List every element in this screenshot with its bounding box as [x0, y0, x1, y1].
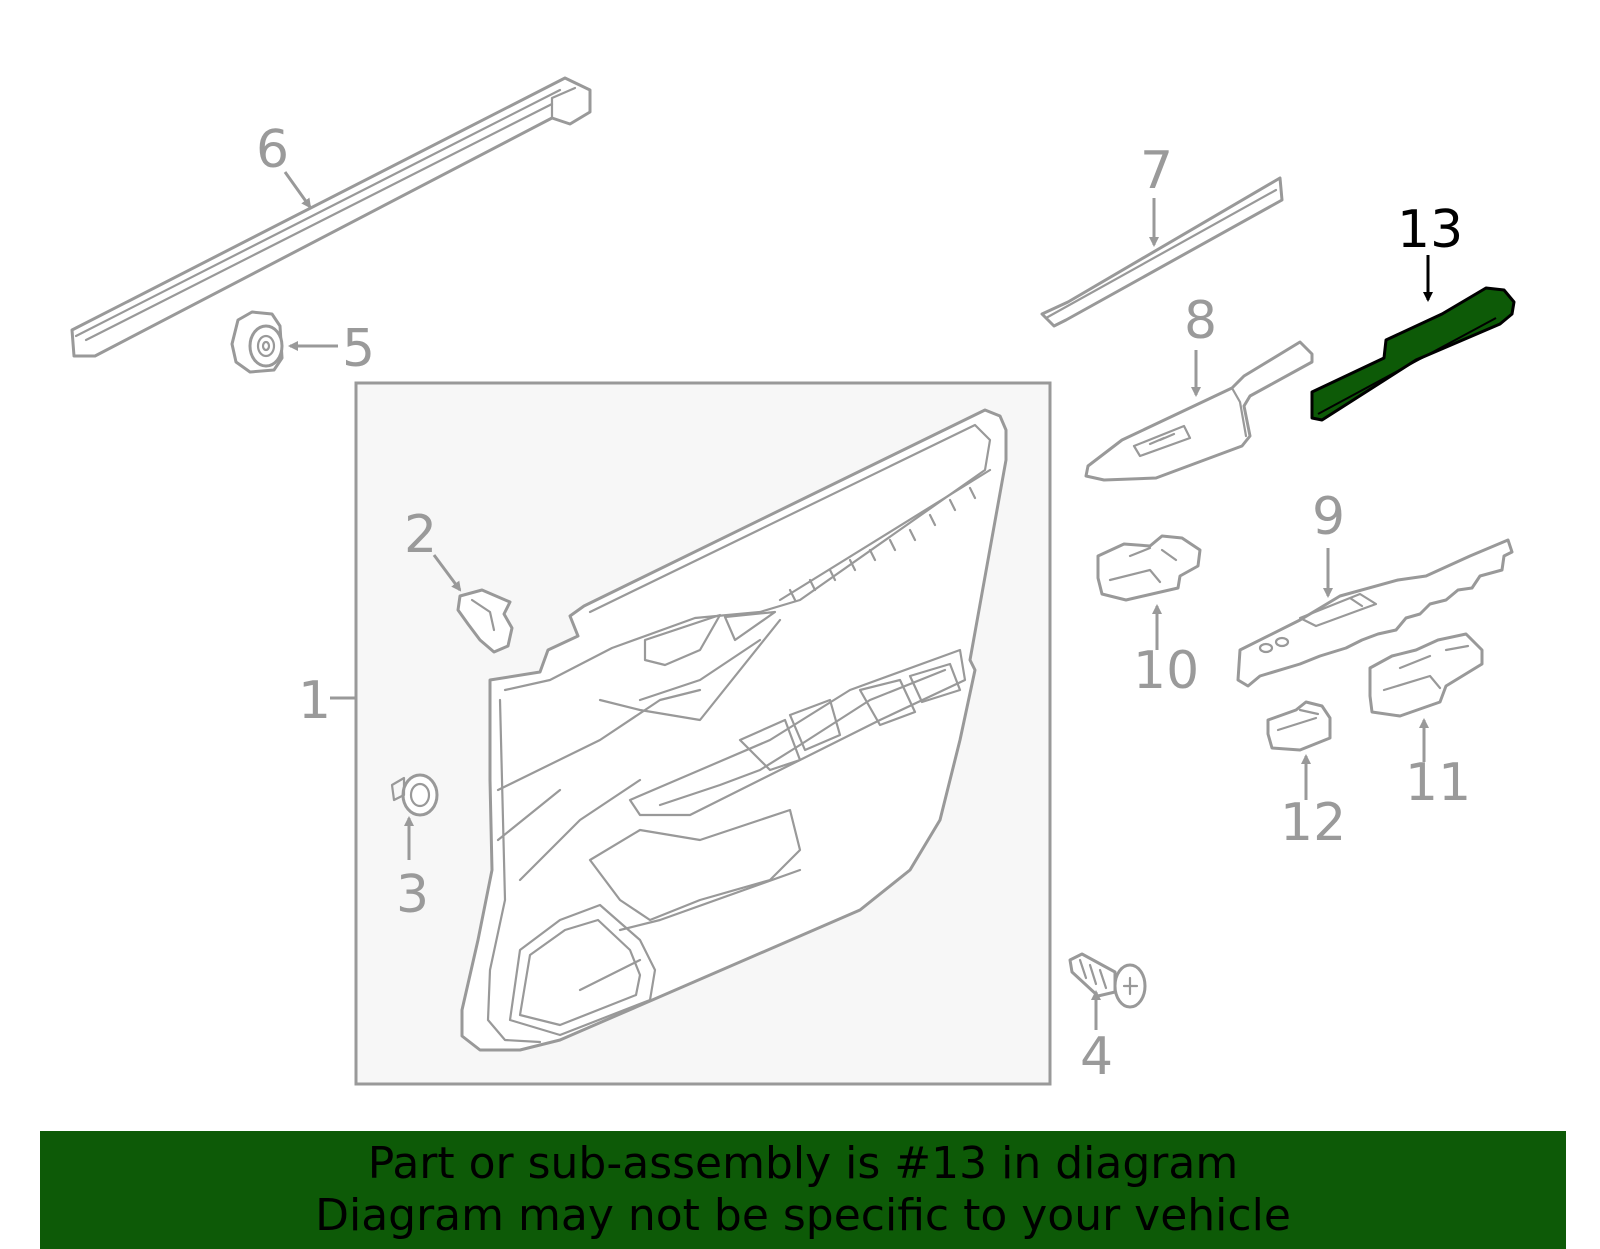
part-3-fastener[interactable] — [390, 773, 439, 817]
label-12: 12 — [1280, 793, 1346, 853]
part-7-garnish-strip[interactable] — [1040, 176, 1284, 328]
label-5: 5 — [342, 319, 375, 379]
label-6: 6 — [256, 120, 289, 180]
label-7: 7 — [1140, 141, 1173, 201]
leader-2 — [432, 554, 462, 592]
part-2-clip[interactable] — [456, 588, 514, 654]
label-1: 1 — [298, 671, 331, 731]
part-10-switch[interactable] — [1096, 534, 1202, 602]
banner-line-1: Part or sub-assembly is #13 in diagram — [367, 1138, 1239, 1189]
banner-line-2: Diagram may not be specific to your vehi… — [315, 1190, 1291, 1241]
part-5-speaker[interactable] — [230, 310, 284, 374]
part-12-small-switch[interactable] — [1266, 700, 1332, 752]
label-3: 3 — [396, 865, 429, 925]
label-11: 11 — [1405, 753, 1471, 813]
label-9: 9 — [1312, 487, 1345, 547]
part-4-screw[interactable] — [1068, 952, 1147, 1009]
part-6-weatherstrip[interactable] — [70, 76, 592, 358]
part-11-master-switch[interactable] — [1368, 632, 1484, 718]
part-13-armrest-cover[interactable] — [1310, 286, 1516, 422]
part-1-door-panel[interactable] — [460, 408, 1008, 1052]
part-8-switch-panel-trim[interactable] — [1084, 340, 1314, 482]
label-13: 13 — [1397, 200, 1463, 260]
label-8: 8 — [1184, 291, 1217, 351]
notice-banner: Part or sub-assembly is #13 in diagram D… — [40, 1131, 1566, 1249]
label-2: 2 — [404, 505, 437, 565]
label-10: 10 — [1133, 641, 1199, 701]
label-4: 4 — [1080, 1027, 1113, 1087]
part-9-switch-bezel[interactable] — [1236, 538, 1514, 688]
leader-6 — [283, 171, 312, 209]
